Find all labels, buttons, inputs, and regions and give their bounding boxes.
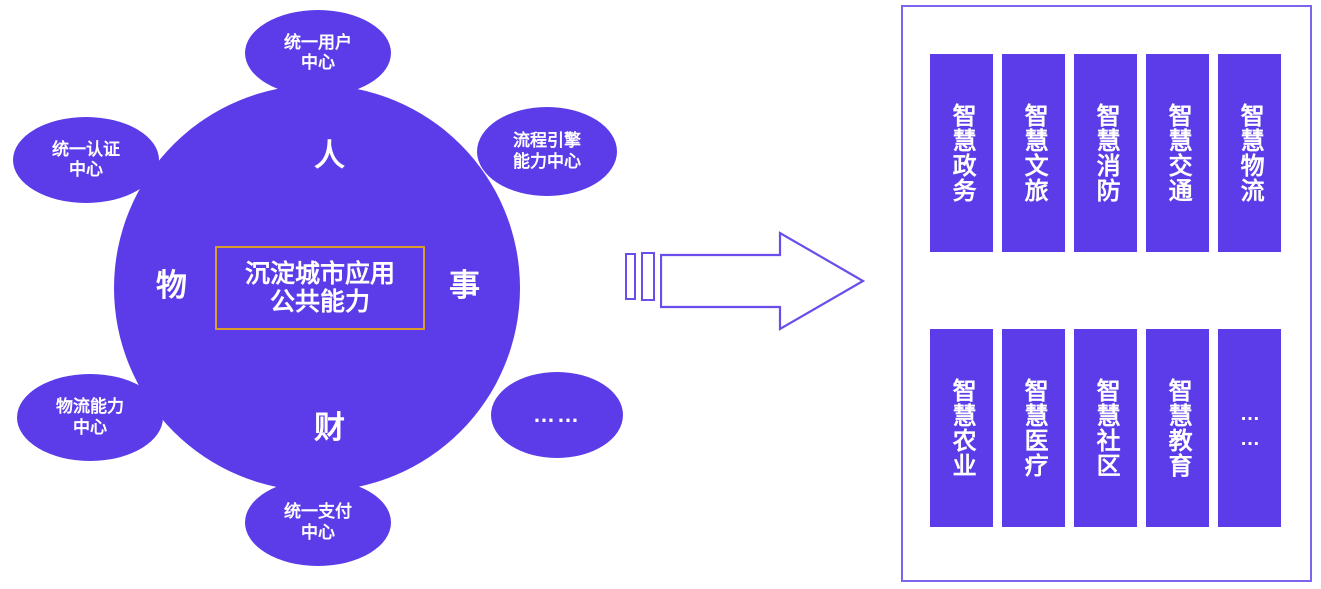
app-bar-label: 智慧消防: [1092, 103, 1120, 203]
quadrant-label-ren: 人: [314, 138, 346, 173]
app-bar-smart-government[interactable]: 智慧政务: [930, 54, 993, 252]
flow-arrow-group: [620, 220, 870, 360]
app-bar-smart-agriculture[interactable]: 智慧农业: [930, 329, 993, 527]
satellite-label: 物流能力 中心: [56, 397, 124, 437]
satellite-unified-payment-center[interactable]: 统一支付 中心: [245, 479, 391, 566]
app-bar-label: 智慧文旅: [1020, 103, 1048, 203]
application-row-bottom: 智慧农业 智慧医疗 智慧社区 智慧教育 ……: [930, 329, 1281, 527]
app-bar-smart-logistics[interactable]: 智慧物流: [1218, 54, 1281, 252]
satellite-label: 统一支付 中心: [284, 502, 352, 542]
smart-applications-panel: 智慧政务 智慧文旅 智慧消防 智慧交通 智慧物流 智慧农业 智慧医疗: [901, 5, 1312, 582]
right-arrow-icon: [660, 231, 865, 331]
app-bar-smart-firefighting[interactable]: 智慧消防: [1074, 54, 1137, 252]
arrow-tail-bar-2: [641, 252, 655, 301]
satellite-label: 统一认证 中心: [52, 139, 120, 179]
app-bar-label: 智慧农业: [948, 378, 976, 478]
app-bar-smart-transportation[interactable]: 智慧交通: [1146, 54, 1209, 252]
core-capability-circle: [114, 85, 520, 491]
app-bar-label: ……: [1239, 403, 1261, 453]
app-bar-label: 智慧政务: [948, 103, 976, 203]
arrow-tail-bar-1: [625, 253, 636, 300]
core-capability-box: 沉淀城市应用公共能力: [215, 246, 425, 330]
app-bar-smart-education[interactable]: 智慧教育: [1146, 329, 1209, 527]
app-bar-label: 智慧社区: [1092, 378, 1120, 478]
quadrant-label-wu: 物: [156, 268, 188, 303]
satellite-label: ……: [533, 402, 581, 428]
app-bar-smart-healthcare[interactable]: 智慧医疗: [1002, 329, 1065, 527]
satellite-label: 统一用户 中心: [284, 32, 352, 72]
app-bar-label: 智慧交通: [1164, 103, 1192, 203]
core-capability-label: 沉淀城市应用公共能力: [245, 260, 396, 316]
app-bar-smart-culture-tourism[interactable]: 智慧文旅: [1002, 54, 1065, 252]
quadrant-label-cai: 财: [314, 410, 346, 445]
app-bar-label: 智慧物流: [1236, 103, 1264, 203]
satellite-label: 流程引擎 能力中心: [513, 131, 581, 171]
app-bar-label: 智慧医疗: [1020, 378, 1048, 478]
capability-hub-diagram: 人 物 事 财 沉淀城市应用公共能力 统一用户 中心 统一认证 中心 流程引擎 …: [0, 0, 660, 589]
app-bar-label: 智慧教育: [1164, 378, 1192, 478]
satellite-logistics-center[interactable]: 物流能力 中心: [17, 374, 163, 461]
satellite-unified-auth-center[interactable]: 统一认证 中心: [13, 117, 159, 203]
application-row-top: 智慧政务 智慧文旅 智慧消防 智慧交通 智慧物流: [930, 54, 1281, 252]
quadrant-label-shi: 事: [449, 268, 481, 303]
app-bar-more-ellipsis[interactable]: ……: [1218, 329, 1281, 527]
satellite-process-engine-center[interactable]: 流程引擎 能力中心: [477, 107, 617, 196]
satellite-unified-user-center[interactable]: 统一用户 中心: [245, 10, 391, 96]
satellite-more-ellipsis[interactable]: ……: [491, 372, 623, 458]
app-bar-smart-community[interactable]: 智慧社区: [1074, 329, 1137, 527]
